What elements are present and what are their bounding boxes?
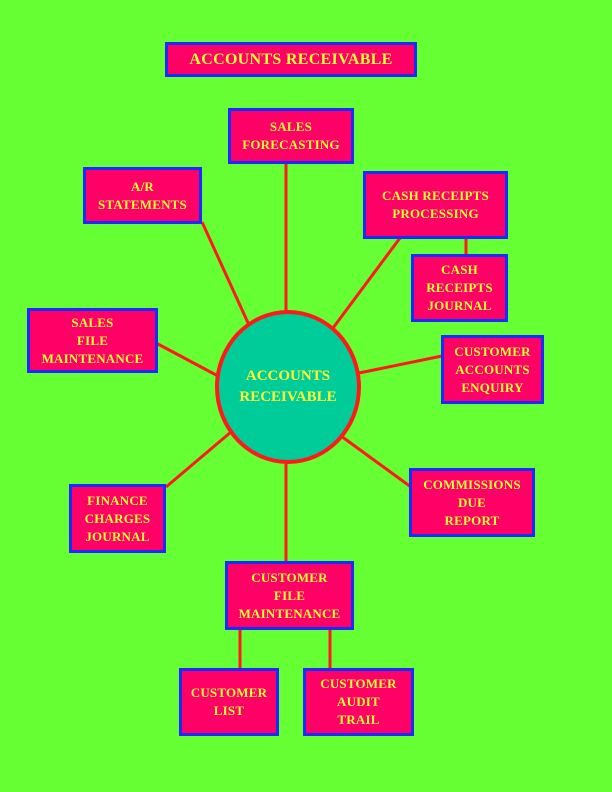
link-commissions-due-report — [340, 434, 412, 489]
box-customer-file-maintenance: CUSTOMER FILE MAINTENANCE — [225, 561, 354, 630]
link-customer-accounts-enquiry — [358, 354, 443, 375]
box-finance-charges-journal: FINANCE CHARGES JOURNAL — [69, 484, 166, 553]
box-customer-accounts-enquiry: CUSTOMER ACCOUNTS ENQUIRY — [441, 335, 544, 404]
box-sales-file-maintenance: SALES FILE MAINTENANCE — [27, 308, 158, 373]
box-sales-forecasting: SALES FORECASTING — [228, 108, 354, 164]
box-customer-audit-trail: CUSTOMER AUDIT TRAIL — [303, 668, 414, 736]
link-sales-file-maintenance — [155, 341, 219, 378]
box-cash-receipts-processing: CASH RECEIPTS PROCESSING — [363, 171, 508, 239]
hub-accounts-receivable: ACCOUNTS RECEIVABLE — [215, 310, 361, 464]
link-ar-statements — [200, 221, 251, 326]
box-customer-list: CUSTOMER LIST — [179, 668, 279, 736]
link-cash-receipts-processing — [331, 237, 402, 329]
box-cash-receipts-journal: CASH RECEIPTS JOURNAL — [411, 254, 508, 322]
link-finance-charges-journal — [165, 430, 232, 489]
box-ar-statements: A/R STATEMENTS — [83, 167, 202, 224]
box-commissions-due-report: COMMISSIONS DUE REPORT — [409, 468, 535, 537]
page-title: ACCOUNTS RECEIVABLE — [165, 42, 417, 77]
